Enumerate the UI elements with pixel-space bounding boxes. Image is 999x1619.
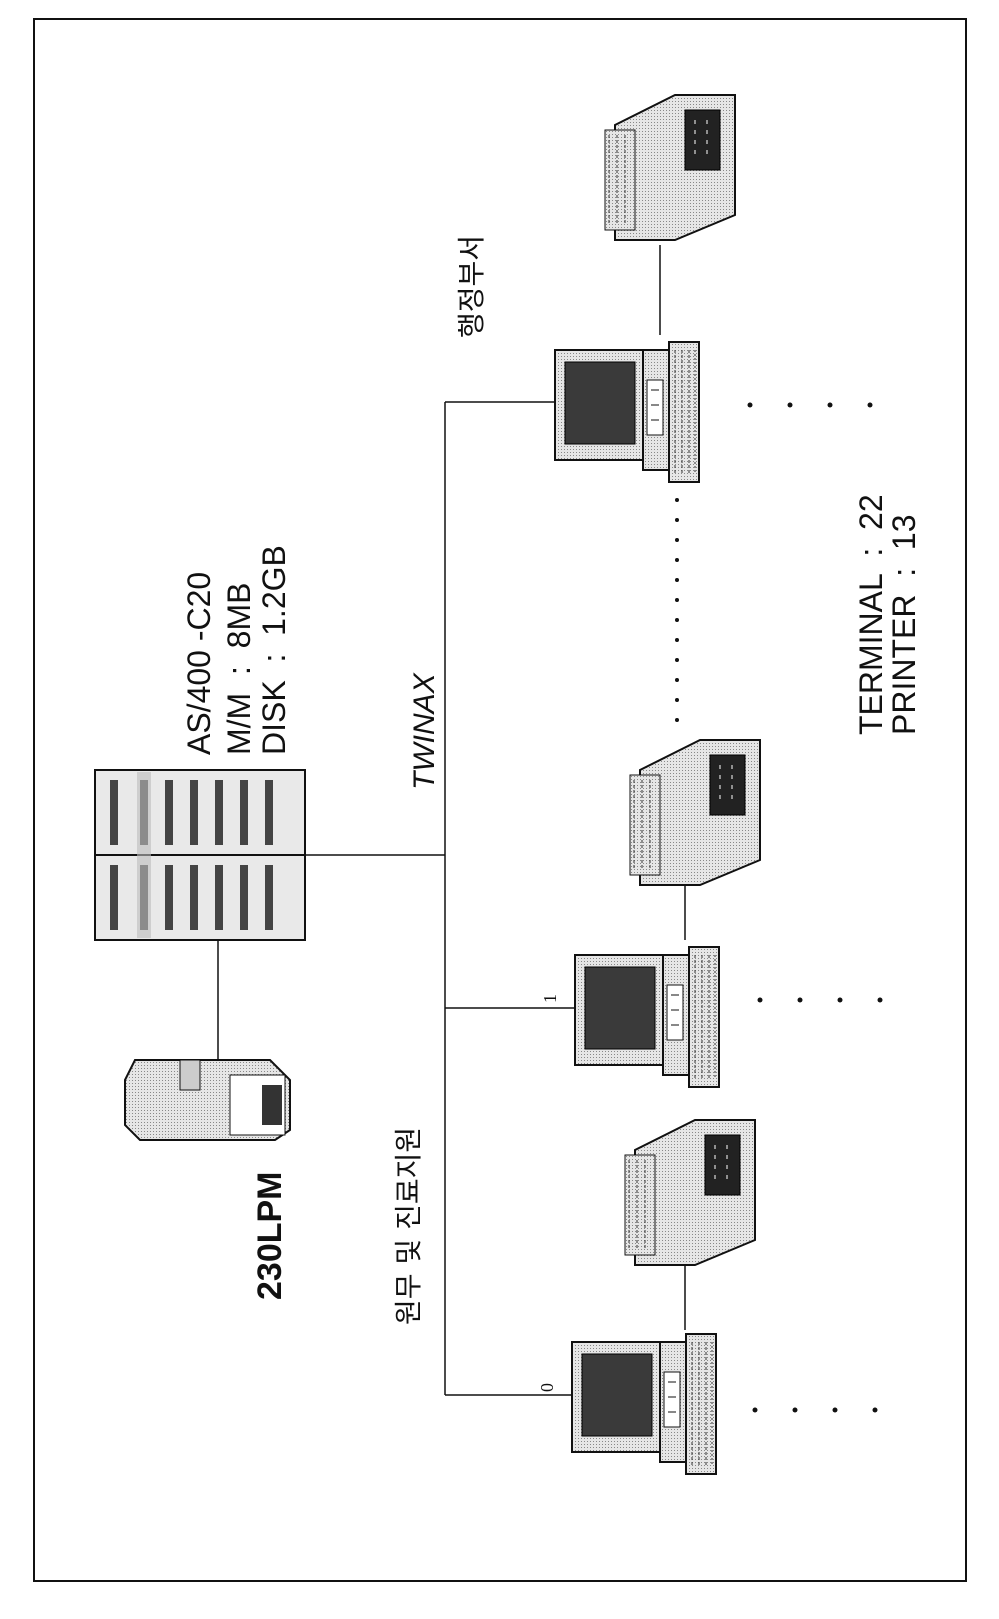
line-printer-label: 230LPM [251, 1171, 289, 1301]
department-left-label: 원무 및 진료지원 [392, 1126, 425, 1325]
terminal-number-0: 0 [537, 1383, 557, 1392]
twinax-label: TWINAX [408, 673, 441, 790]
terminal-0-icon [571, 1333, 717, 1475]
terminal-total-label: TERMINAL : 22 [853, 494, 889, 735]
diagram-frame [33, 18, 967, 1582]
as400-server-icon [94, 769, 306, 941]
department-right-label: 행정부서 [455, 234, 488, 338]
twinax-cable [217, 245, 686, 1396]
printer-total-label: PRINTER : 13 [886, 514, 922, 736]
terminal-number-1: 1 [540, 994, 560, 1003]
terminal-1-icon [574, 946, 720, 1088]
printer-icon [629, 739, 761, 886]
server-memory-label: M/M : 8MB [221, 582, 257, 755]
ellipsis-dots [675, 402, 883, 1413]
server-model-label: AS/400 -C20 [181, 571, 217, 755]
line-printer-icon [124, 1059, 291, 1141]
server-disk-label: DISK : 1.2GB [256, 545, 292, 755]
terminal-8-icon [554, 341, 700, 483]
printer-icon [604, 94, 736, 241]
printer-icon [624, 1119, 756, 1266]
